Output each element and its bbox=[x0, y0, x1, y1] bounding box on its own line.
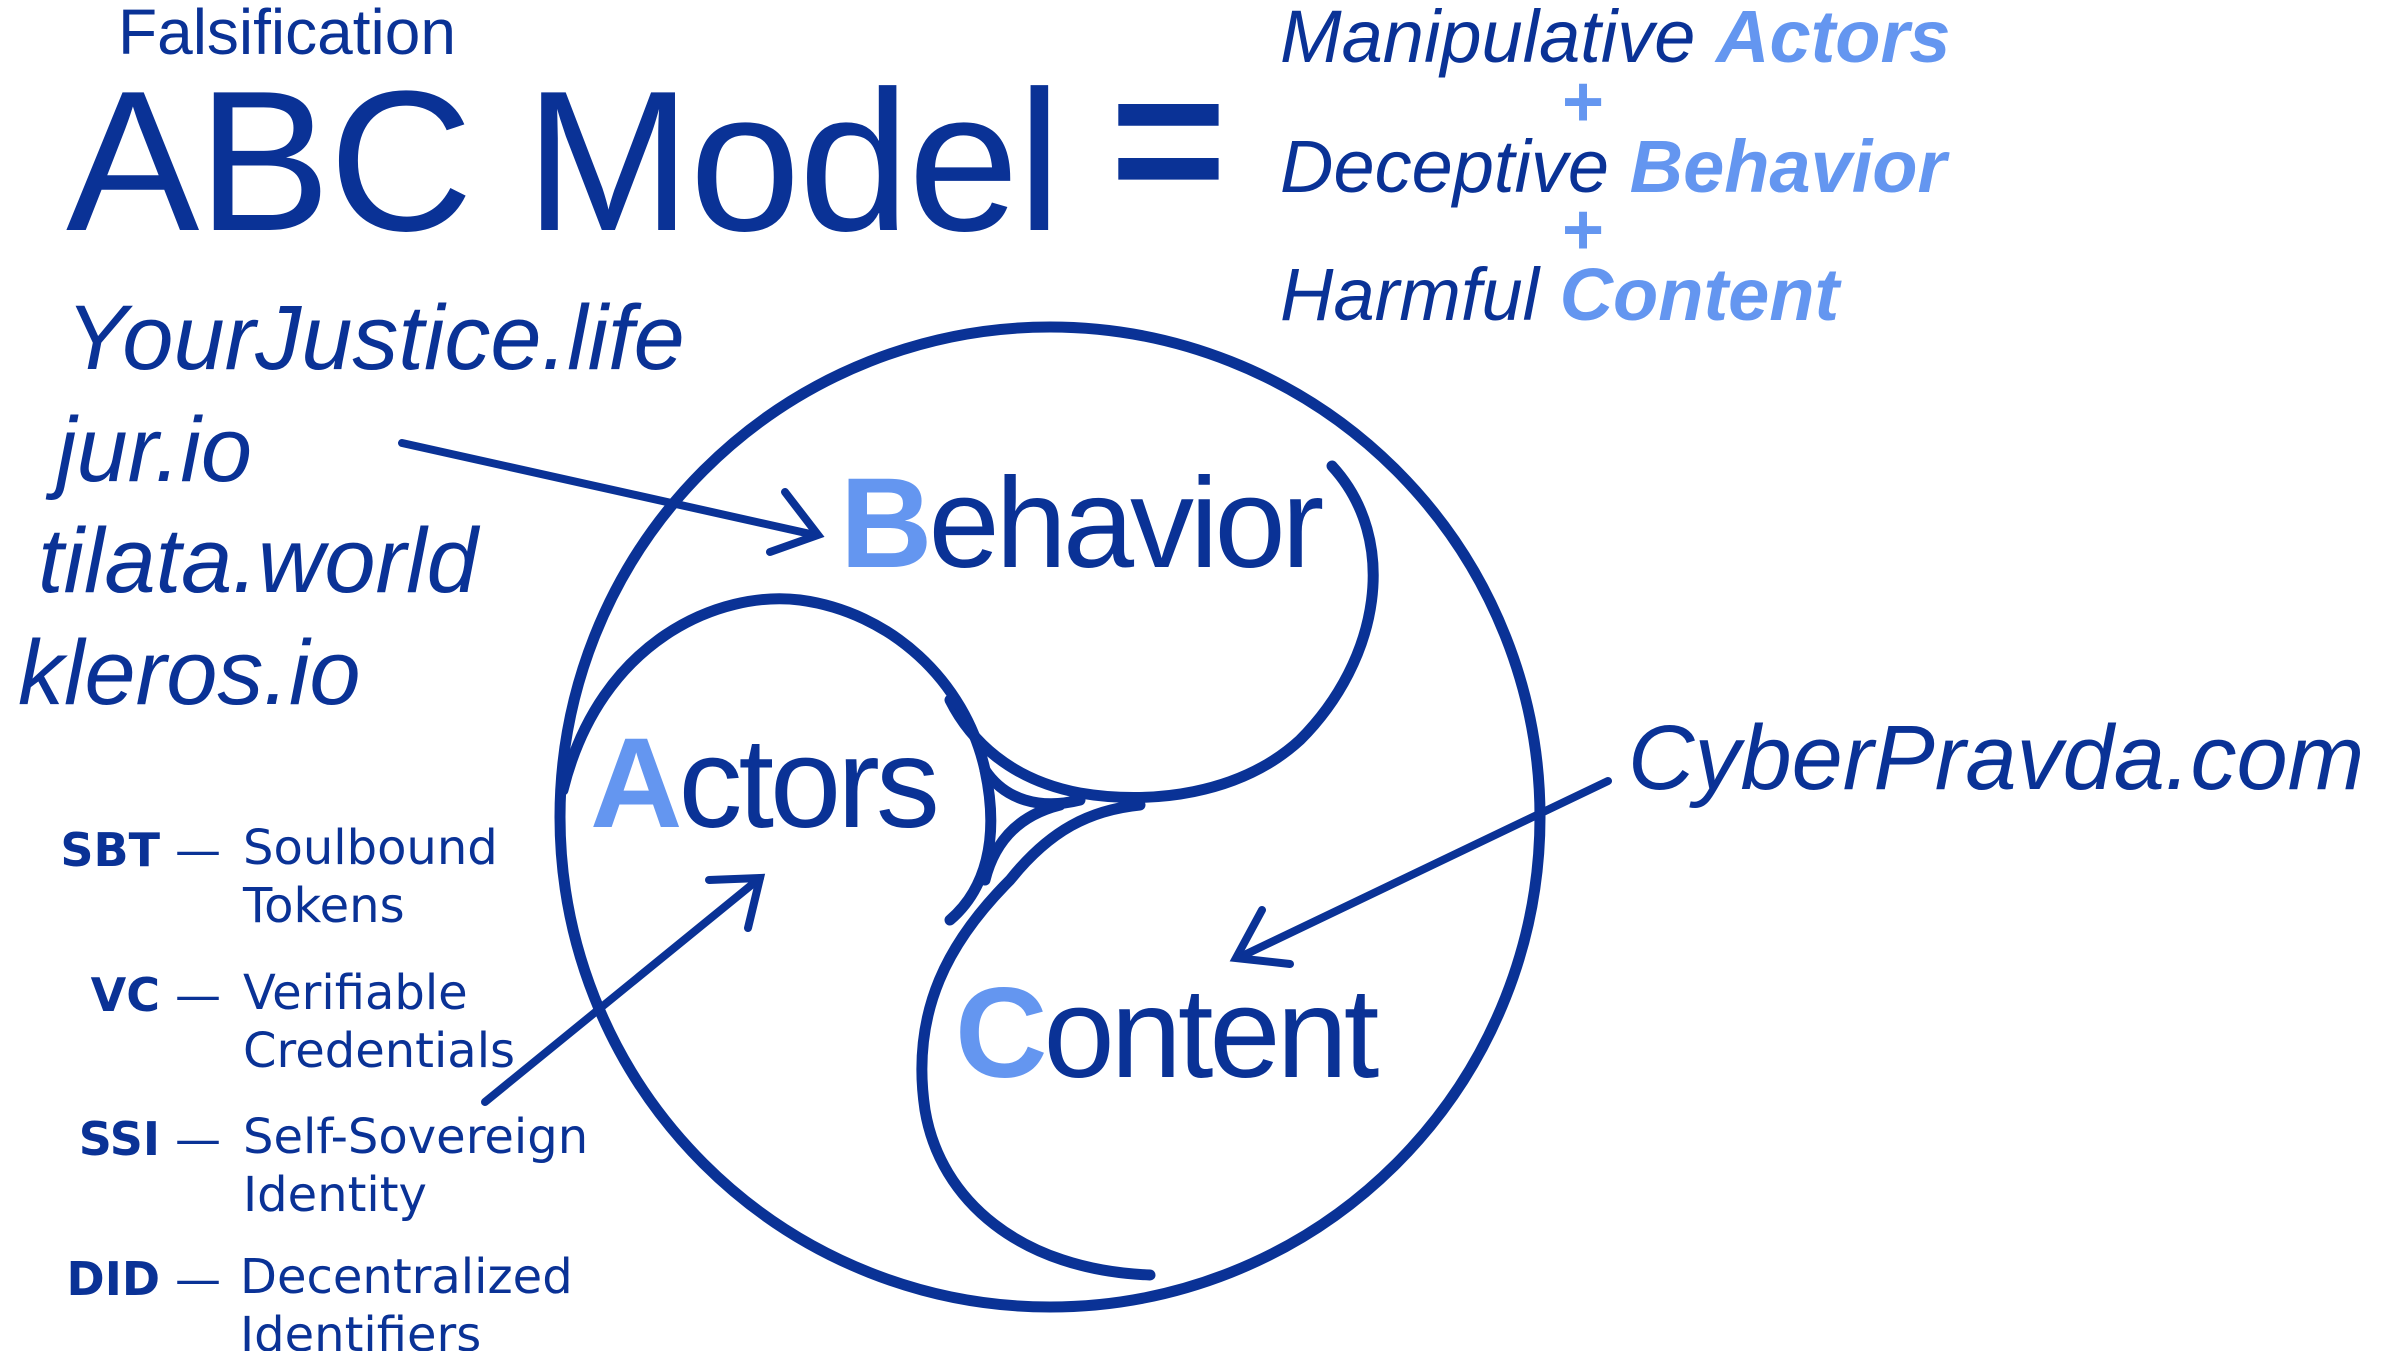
behavior-initial: B bbox=[840, 452, 932, 595]
formula-noun: Behavior bbox=[1629, 125, 1947, 208]
behavior-platform: YourJustice.life bbox=[66, 287, 685, 389]
subtitle: Falsification bbox=[118, 0, 456, 68]
glossary-definition: Soulbound Tokens bbox=[243, 820, 498, 934]
glossary-definition: Decentralized Identifiers bbox=[240, 1249, 573, 1351]
glossary-abbr: SSI bbox=[78, 1112, 160, 1166]
formula-noun: Content bbox=[1559, 253, 1840, 336]
arrow-to-content-head bbox=[1229, 906, 1294, 968]
actors-lobe bbox=[557, 593, 997, 926]
formula-modifier: Harmful bbox=[1280, 253, 1540, 336]
formula-term-content: Harmful Content bbox=[1280, 258, 1839, 332]
glossary-dash: — bbox=[175, 823, 221, 877]
formula-modifier: Manipulative bbox=[1280, 0, 1696, 78]
arrow-to-behavior bbox=[398, 439, 819, 539]
formula-plus: + bbox=[1562, 190, 1605, 270]
arrow-to-actors bbox=[481, 874, 764, 1106]
formula-noun: Actors bbox=[1716, 0, 1951, 78]
arrow-to-behavior-head bbox=[766, 488, 825, 556]
content-label: Content bbox=[955, 970, 1379, 1098]
glossary-definition: Self-Sovereign Identity bbox=[243, 1109, 589, 1223]
glossary-abbr: DID bbox=[66, 1252, 160, 1306]
formula-modifier: Deceptive bbox=[1280, 125, 1610, 208]
formula-plus: + bbox=[1562, 62, 1605, 142]
glossary-dash: — bbox=[175, 968, 221, 1022]
actors-initial: A bbox=[590, 712, 682, 855]
center-left-curve bbox=[979, 764, 1086, 810]
formula-term-actors: Manipulative Actors bbox=[1280, 0, 1950, 74]
behavior-platform: jur.io bbox=[56, 399, 252, 501]
behavior-lobe bbox=[944, 460, 1379, 804]
content-lobe bbox=[916, 799, 1156, 1281]
behavior-platform: kleros.io bbox=[18, 622, 361, 724]
behavior-label: Behavior bbox=[840, 460, 1324, 588]
equals-sign: = bbox=[1110, 28, 1227, 251]
content-rest: ontent bbox=[1043, 962, 1379, 1105]
actors-rest: ctors bbox=[678, 712, 939, 855]
behavior-rest: ehavior bbox=[928, 452, 1324, 595]
glossary-abbr: VC bbox=[90, 968, 160, 1022]
content-platform: CyberPravda.com bbox=[1628, 707, 2365, 809]
behavior-platform: tilata.world bbox=[38, 510, 478, 612]
glossary-dash: — bbox=[175, 1112, 221, 1166]
page-title: ABC Model bbox=[66, 50, 1062, 273]
formula-term-behavior: Deceptive Behavior bbox=[1280, 130, 1946, 204]
center-right-curve bbox=[979, 799, 1066, 886]
glossary-definition: Verifiable Credentials bbox=[243, 965, 516, 1079]
arrow-to-actors-head bbox=[705, 873, 766, 932]
actors-label: Actors bbox=[590, 720, 940, 848]
glossary-abbr: SBT bbox=[60, 823, 160, 877]
arrow-to-content bbox=[1234, 777, 1612, 962]
content-initial: C bbox=[955, 962, 1047, 1105]
glossary-dash: — bbox=[175, 1252, 221, 1306]
